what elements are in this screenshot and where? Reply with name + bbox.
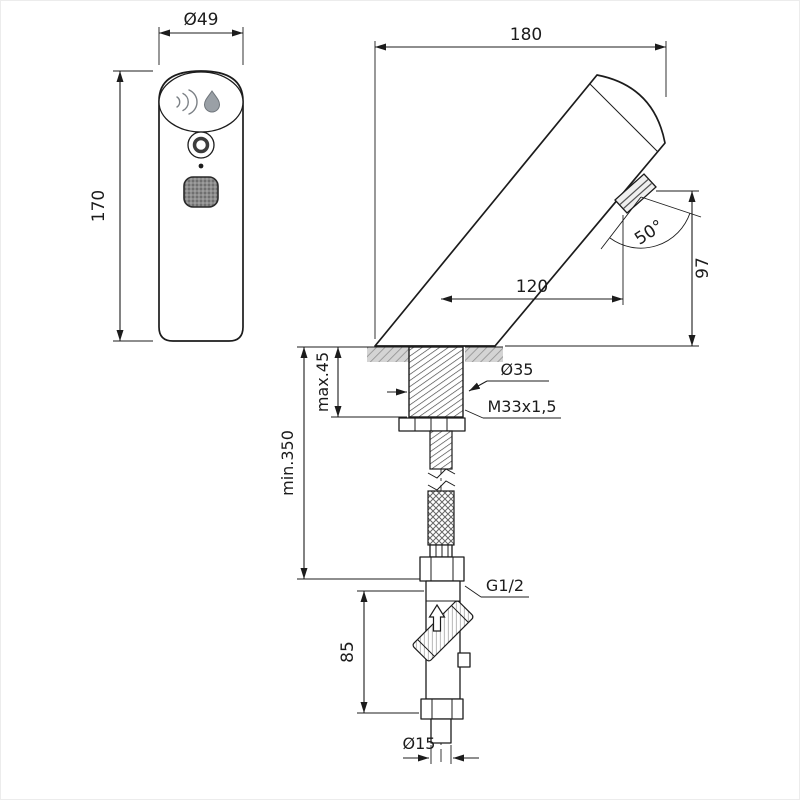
- dimension-outlet-reach: 120: [441, 215, 624, 305]
- side-view: 50°: [367, 74, 702, 763]
- tailpiece-thread: [429, 430, 453, 470]
- pipe-break: [427, 468, 456, 479]
- dimension-pipe-diameter: Ø15: [403, 734, 479, 764]
- dimension-valve-height: 85: [338, 590, 424, 714]
- aerator-front: [183, 176, 219, 208]
- dim-label-85: 85: [338, 641, 358, 663]
- spout-outlet: [614, 173, 657, 214]
- dim-label-dia35: Ø35: [501, 360, 534, 379]
- end-cap-seam: [589, 83, 659, 153]
- dimension-spout-length: 180: [374, 25, 667, 339]
- dim-label-120: 120: [516, 277, 548, 297]
- dim-label-dia49: Ø49: [183, 10, 218, 30]
- braided-hose: [427, 490, 455, 546]
- dim-label-max45: max.45: [313, 352, 332, 412]
- dim-label-m33: M33x1,5: [487, 397, 556, 416]
- dim-label-g12: G1/2: [486, 576, 524, 595]
- bottom-hex-nut: [420, 698, 464, 720]
- indicator-dot: [198, 163, 204, 169]
- locknut: [398, 417, 466, 432]
- dim-label-97: 97: [693, 257, 713, 279]
- label-shank-thread: M33x1,5: [464, 397, 561, 419]
- flow-arrow-icon: [428, 603, 446, 632]
- dim-label-min350: min.350: [278, 430, 297, 496]
- label-hose-connection: G1/2: [464, 576, 529, 598]
- deck-section-left: [367, 347, 409, 362]
- angle-annotation: 50°: [600, 196, 702, 249]
- sensor-eye: [192, 136, 210, 154]
- dimension-deck-thickness: max.45: [313, 346, 407, 418]
- spout-body: [374, 74, 666, 347]
- hose-hex-nut: [419, 556, 465, 582]
- valve-plug: [457, 652, 471, 668]
- hose-collar: [429, 544, 453, 558]
- front-view: [158, 70, 244, 342]
- sensor-window: [187, 131, 215, 159]
- dimension-body-height: 170: [89, 70, 153, 342]
- dim-label-180: 180: [510, 25, 542, 45]
- dim-label-angle50: 50°: [631, 216, 667, 249]
- dim-label-dia15: Ø15: [403, 734, 436, 753]
- faucet-top-face: [158, 71, 244, 133]
- dimension-outlet-height: 97: [505, 190, 713, 347]
- dimension-shank-diameter: Ø35: [387, 360, 549, 396]
- dimension-top-diameter: Ø49: [158, 10, 244, 65]
- threaded-shank: [408, 346, 464, 418]
- sensor-icon: [176, 89, 221, 115]
- supply-pipe: [430, 718, 452, 744]
- dim-label-170: 170: [89, 190, 109, 222]
- water-drop-icon: [203, 90, 221, 113]
- deck-section-right: [465, 347, 503, 362]
- dimension-clearance: min.350: [278, 346, 420, 580]
